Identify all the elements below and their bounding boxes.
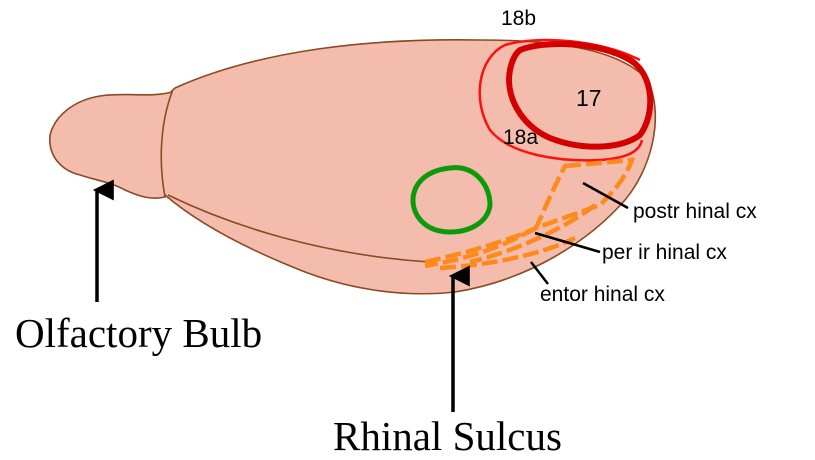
- perirhinal-label: per ir hinal cx: [602, 241, 727, 264]
- postrhinal-label: postr hinal cx: [633, 200, 757, 223]
- area-17-label: 17: [576, 85, 602, 111]
- area-18a-label: 18a: [503, 126, 538, 149]
- olfactory-bulb-shape: [50, 92, 172, 198]
- area-18b-label: 18b: [501, 7, 536, 30]
- olfactory-bulb-label: Olfactory Bulb: [15, 310, 262, 356]
- entorhinal-label: entor hinal cx: [540, 283, 665, 306]
- rhinal-sulcus-label: Rhinal Sulcus: [333, 413, 562, 459]
